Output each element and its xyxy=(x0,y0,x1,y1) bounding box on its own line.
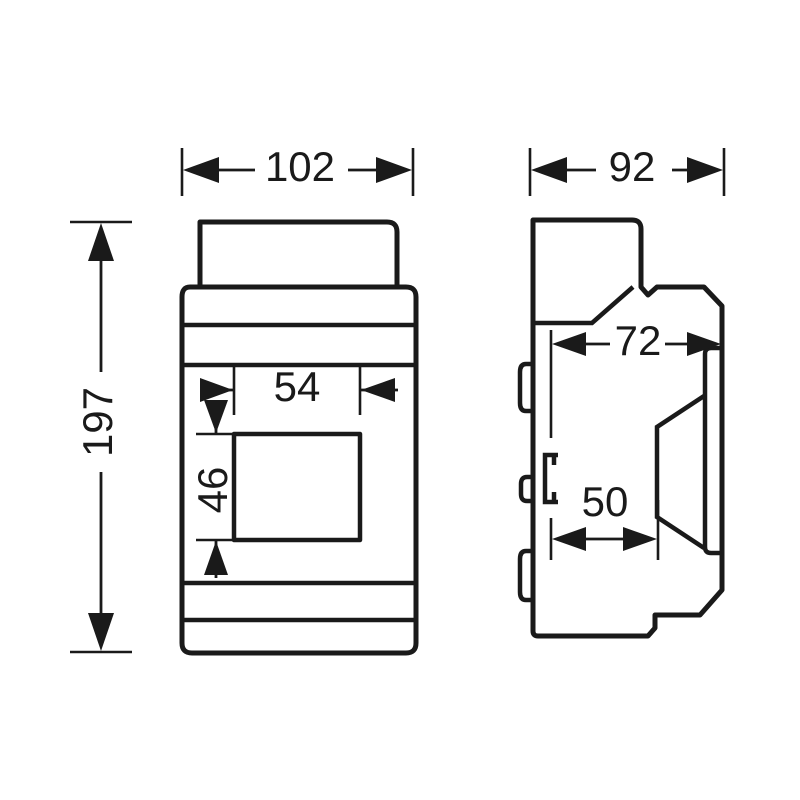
dimension-102-label: 102 xyxy=(265,143,335,190)
side-view-mounting-tab-3 xyxy=(517,548,536,603)
side-view-right-flange xyxy=(702,345,725,556)
front-view xyxy=(179,219,419,656)
dimension-72-arrow-right xyxy=(687,332,721,356)
side-view-bottom-step xyxy=(646,626,657,638)
dimension-92-label: 92 xyxy=(609,143,656,190)
dimension-46-arrow-top xyxy=(204,400,228,433)
dimension-50: 50 xyxy=(549,478,660,560)
dimension-50-arrow-right xyxy=(623,527,657,551)
dimension-46: 46 xyxy=(189,400,240,578)
dimension-197-label: 197 xyxy=(74,387,121,457)
side-view-body-outline xyxy=(530,217,725,639)
dimension-54: 54 xyxy=(200,363,398,415)
dimension-50-arrow-left xyxy=(552,527,586,551)
dimension-92-arrow-right xyxy=(687,157,723,183)
dimension-102: 102 xyxy=(180,143,415,196)
dimension-92: 92 xyxy=(528,143,726,196)
dimension-197-arrow-top xyxy=(88,223,114,261)
dimension-102-arrow-right xyxy=(376,157,412,183)
front-view-top-cap xyxy=(197,219,400,291)
dimension-197: 197 xyxy=(70,220,132,654)
side-view-shoulder-profile xyxy=(533,285,635,326)
side-view-recess-trapezoid xyxy=(654,394,706,550)
dimension-197-arrow-bottom xyxy=(88,613,114,651)
dimension-50-label: 50 xyxy=(582,478,629,525)
dimension-72-arrow-left xyxy=(552,332,586,356)
side-view-mounting-tab-2 xyxy=(518,474,536,504)
dimension-46-label: 46 xyxy=(189,467,236,514)
dimension-92-arrow-left xyxy=(531,157,567,183)
dimension-102-arrow-left xyxy=(183,157,219,183)
dimension-72: 72 xyxy=(549,317,724,438)
front-view-window-aperture xyxy=(231,431,363,543)
side-view-clip-notch xyxy=(542,452,558,505)
dimension-72-label: 72 xyxy=(615,317,662,364)
dimension-54-arrow-left xyxy=(200,378,233,402)
dimension-46-arrow-bottom xyxy=(204,541,228,575)
dimension-54-arrow-right xyxy=(361,378,395,402)
side-view-mounting-tab-1 xyxy=(517,361,536,414)
front-view-body-outline xyxy=(179,284,419,656)
dimension-54-label: 54 xyxy=(274,363,321,410)
